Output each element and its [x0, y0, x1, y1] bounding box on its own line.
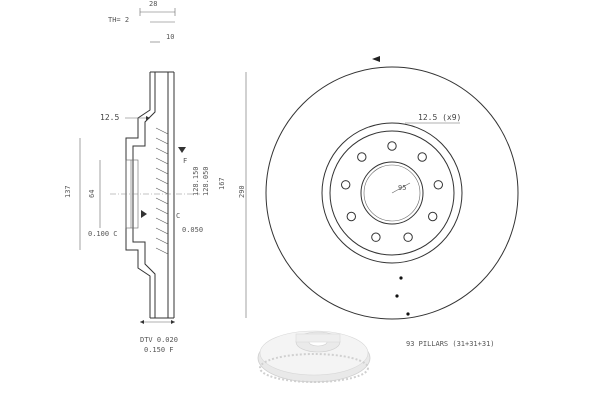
bolt-hole-ring — [341, 141, 443, 242]
rotation-arrow-icon — [372, 56, 380, 62]
dim-depth: 10 — [166, 33, 174, 41]
tol-left: 0.100 C — [88, 230, 118, 238]
disc-render — [257, 330, 371, 383]
bolt-hole — [417, 152, 427, 162]
pillars-note: 93 PILLARS (31+31+31) — [406, 340, 495, 348]
bolt-hole — [387, 141, 397, 151]
bolt-hole — [403, 232, 413, 242]
dim-bore-b: 128.050 — [202, 166, 210, 196]
dim-bore-a: 128.150 — [192, 166, 200, 196]
dtv-note: DTV 0.020 — [140, 336, 178, 344]
dim-offset: 12.5 — [100, 113, 119, 122]
bolt-hole — [428, 211, 438, 222]
runout-note: 0.150 F — [144, 346, 174, 354]
center-bore — [360, 161, 424, 225]
bolt-hole — [433, 180, 443, 190]
bolt-hole — [346, 211, 356, 222]
dim-outer-height: 137 — [64, 185, 72, 198]
ref-f: F — [183, 157, 187, 165]
bolt-hole — [341, 180, 351, 190]
ref-c: C — [176, 212, 180, 220]
dim-disc-diameter: 290 — [238, 185, 246, 198]
disc-outer-edge — [265, 66, 519, 320]
dim-width: 28 — [149, 0, 157, 8]
bolt-holes-label: 12.5 (x9) — [418, 113, 461, 122]
vent-hatching — [155, 127, 169, 255]
center-bore-label: 95 — [398, 184, 406, 192]
section-view: 28 TH= 2 10 — [64, 0, 247, 354]
dim-thickness: TH= 2 — [108, 16, 129, 24]
bolt-hole — [357, 152, 367, 162]
bolt-hole — [371, 232, 381, 242]
tol-right: 0.050 — [182, 226, 203, 234]
front-view: 95 12.5 (x9) 93 PILLARS (31+31+31) — [265, 56, 519, 348]
dim-inner-height: 64 — [88, 190, 96, 198]
dim-hub: 167 — [218, 177, 226, 190]
